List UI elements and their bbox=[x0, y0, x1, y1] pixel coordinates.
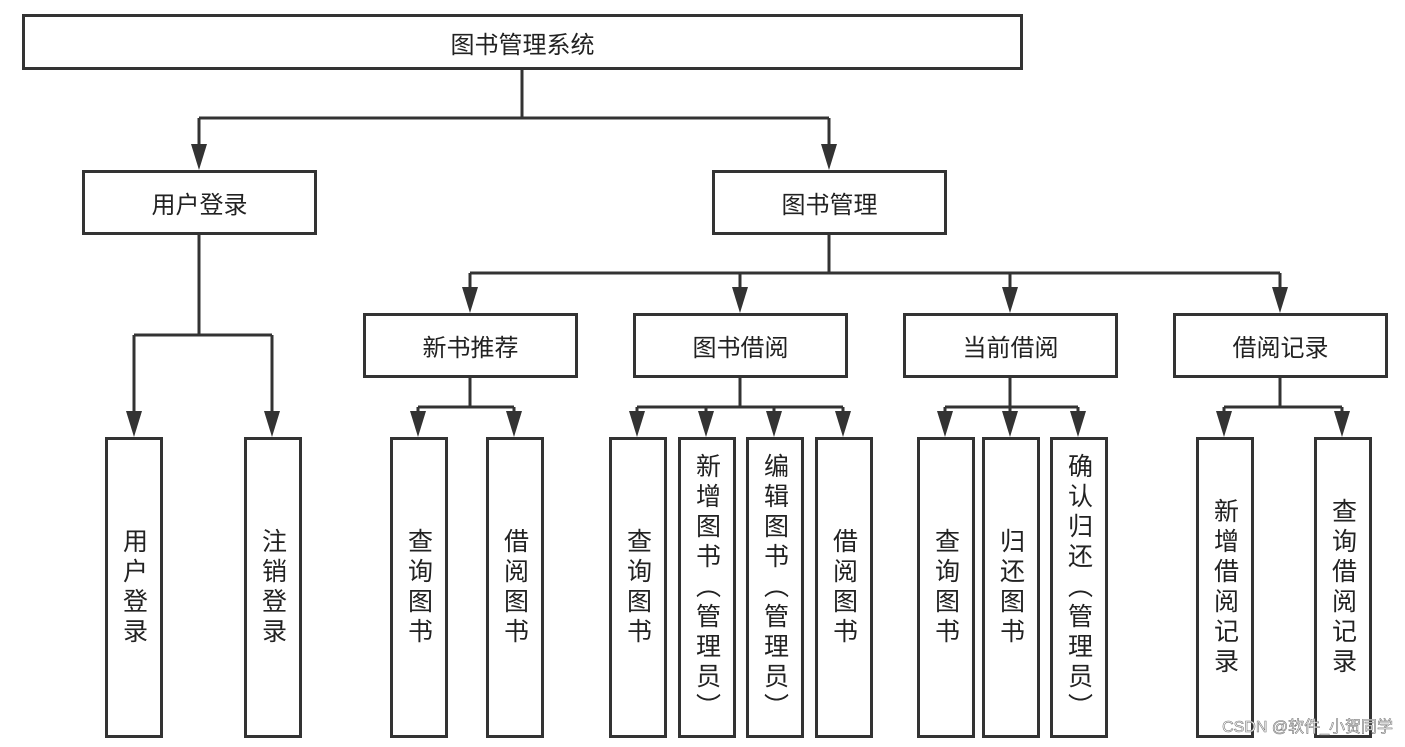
node-current-borrow: 当前借阅 bbox=[903, 313, 1118, 378]
arrowhead-icon bbox=[506, 411, 522, 437]
arrowhead-icon bbox=[821, 144, 837, 170]
arrowhead-icon bbox=[1334, 411, 1350, 437]
arrowhead-icon bbox=[462, 287, 478, 313]
arrowhead-icon bbox=[1002, 287, 1018, 313]
arrowhead-icon bbox=[126, 411, 142, 437]
arrowhead-icon bbox=[1070, 411, 1086, 437]
arrowhead-icon bbox=[1272, 287, 1288, 313]
node-new-book-recommend: 新书推荐 bbox=[363, 313, 578, 378]
leaf-query-borrow-record: 查询借阅记录 bbox=[1314, 437, 1372, 738]
node-borrow-records: 借阅记录 bbox=[1173, 313, 1388, 378]
node-book-management: 图书管理 bbox=[712, 170, 947, 235]
arrowhead-icon bbox=[732, 287, 748, 313]
arrowhead-icon bbox=[191, 144, 207, 170]
node-root: 图书管理系统 bbox=[22, 14, 1023, 70]
leaf-borrow-book: 借阅图书 bbox=[815, 437, 873, 738]
leaf-query-book: 查询图书 bbox=[917, 437, 975, 738]
leaf-confirm-return-admin: 确认归还（管理员） bbox=[1050, 437, 1108, 738]
watermark: CSDN @软件_小贺同学 bbox=[1222, 719, 1394, 737]
arrowhead-icon bbox=[766, 411, 782, 437]
node-book-borrow: 图书借阅 bbox=[633, 313, 848, 378]
leaf-borrow-book: 借阅图书 bbox=[486, 437, 544, 738]
arrowhead-icon bbox=[264, 411, 280, 437]
arrowhead-icon bbox=[835, 411, 851, 437]
arrowhead-icon bbox=[937, 411, 953, 437]
leaf-query-book: 查询图书 bbox=[390, 437, 448, 738]
arrowhead-icon bbox=[1002, 411, 1018, 437]
arrowhead-icon bbox=[1216, 411, 1232, 437]
leaf-query-book: 查询图书 bbox=[609, 437, 667, 738]
leaf-logout: 注销登录 bbox=[244, 437, 302, 738]
leaf-return-book: 归还图书 bbox=[982, 437, 1040, 738]
arrowhead-icon bbox=[698, 411, 714, 437]
node-user-login: 用户登录 bbox=[82, 170, 317, 235]
arrowhead-icon bbox=[410, 411, 426, 437]
leaf-edit-book-admin: 编辑图书（管理员） bbox=[746, 437, 804, 738]
leaf-add-borrow-record: 新增借阅记录 bbox=[1196, 437, 1254, 738]
leaf-user-login: 用户登录 bbox=[105, 437, 163, 738]
arrowhead-icon bbox=[629, 411, 645, 437]
leaf-add-book-admin: 新增图书（管理员） bbox=[678, 437, 736, 738]
